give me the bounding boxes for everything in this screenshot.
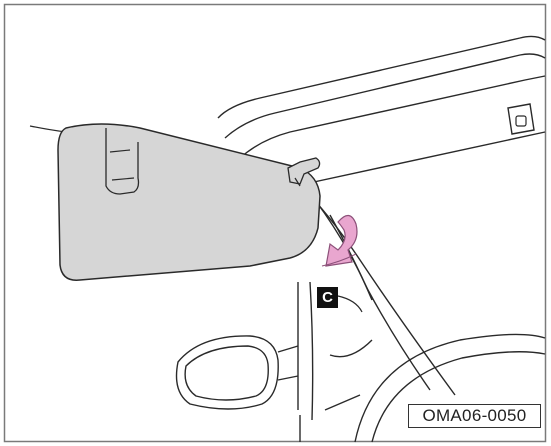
mirror-mount bbox=[508, 104, 534, 134]
side-mirror bbox=[177, 336, 299, 409]
sun-visor bbox=[58, 124, 320, 280]
callout-leader bbox=[338, 296, 362, 312]
callout-label-c: C bbox=[317, 287, 338, 308]
figure-code: OMA06-0050 bbox=[408, 404, 541, 428]
